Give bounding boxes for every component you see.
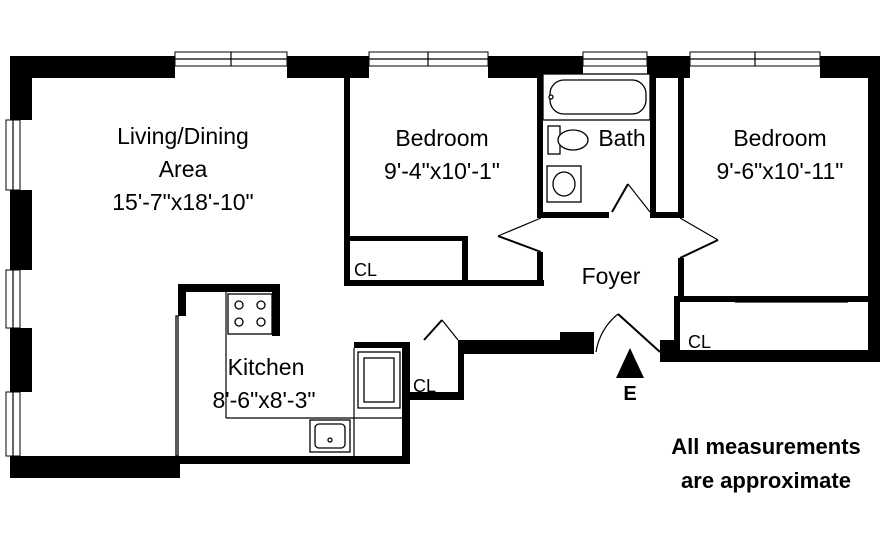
windows [5, 51, 821, 457]
window-living-top [174, 51, 288, 67]
doors [423, 183, 719, 353]
window-living-left-2 [5, 269, 21, 329]
closet-bedroom2-label: CL [688, 332, 711, 352]
living-name-line2: Area [159, 156, 208, 182]
kitchen-counter [175, 292, 402, 457]
bedroom1-name: Bedroom [395, 125, 488, 151]
bath-sink [546, 165, 582, 203]
closet-bedroom2 [684, 299, 868, 303]
toilet [547, 125, 589, 155]
note-line2: are approximate [681, 468, 851, 493]
note-line1: All measurements [671, 434, 861, 459]
interior-walls [178, 70, 868, 464]
closet-kitchen-label: CL [413, 376, 436, 396]
living-name-line1: Living/Dining [117, 123, 249, 149]
living-size: 15'-7"x18'-10" [112, 189, 253, 215]
window-bedroom1-top [368, 51, 489, 67]
stove [227, 293, 273, 335]
window-kitchen-left [5, 391, 21, 457]
entrance-marker: E [616, 348, 644, 405]
kitchen-name: Kitchen [228, 354, 305, 380]
refrigerator [357, 351, 401, 409]
closet-bedroom1 [344, 236, 468, 286]
foyer-name: Foyer [582, 263, 641, 289]
kitchen-sink [309, 419, 351, 453]
entrance-label: E [623, 383, 636, 405]
bedroom1-size: 9'-4"x10'-1" [384, 158, 500, 184]
window-bath-top [582, 51, 648, 67]
window-bedroom2-top [689, 51, 821, 67]
closet-bedroom1-label: CL [354, 260, 377, 280]
bathtub [542, 73, 651, 121]
exterior-walls [10, 56, 880, 478]
kitchen-size: 8'-6"x8'-3" [212, 387, 315, 413]
bath-name: Bath [598, 125, 645, 151]
entrance-arrow-icon [616, 348, 644, 378]
bedroom2-size: 9'-6"x10'-11" [717, 158, 844, 184]
bedroom2-name: Bedroom [733, 125, 826, 151]
window-living-left-1 [5, 119, 21, 191]
